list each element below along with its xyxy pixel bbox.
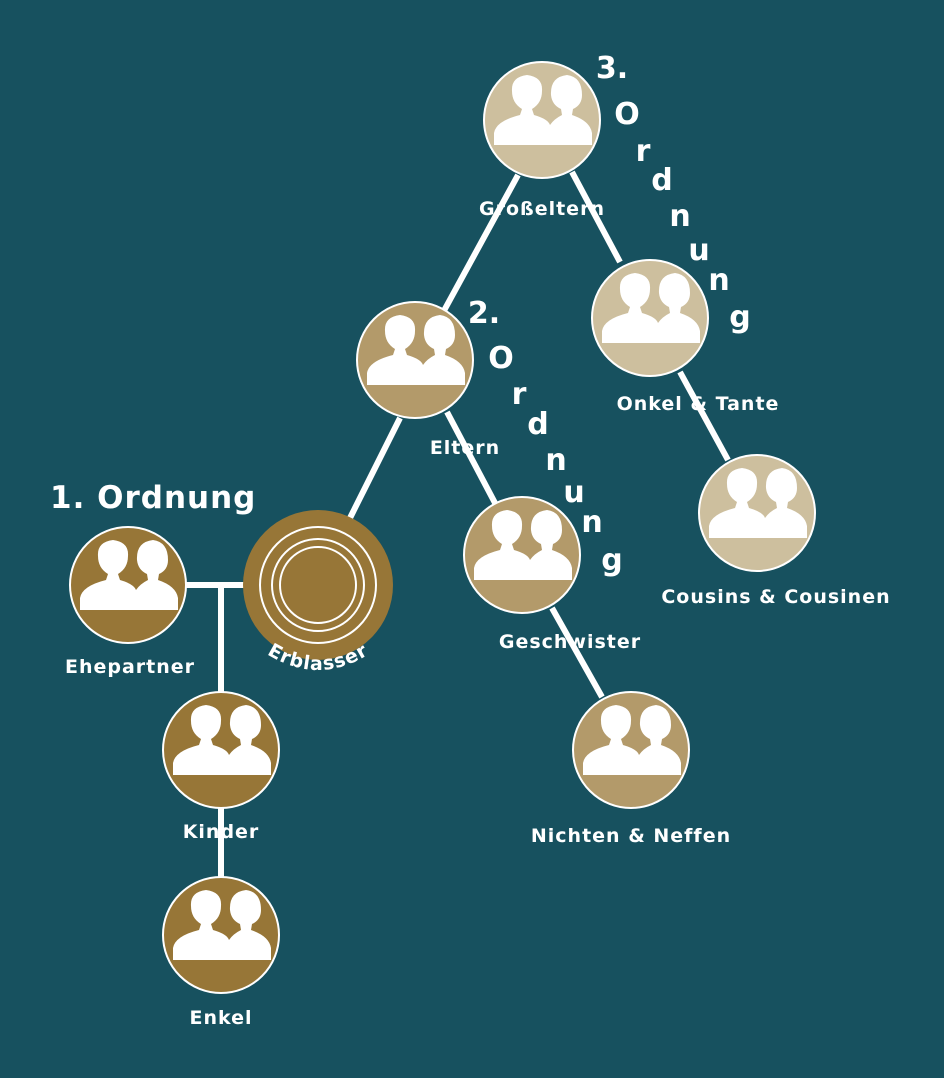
order-letter: n: [708, 263, 729, 298]
order-letter: r: [512, 377, 527, 412]
node-eltern: Eltern: [356, 301, 500, 459]
order-letter: d: [651, 163, 672, 198]
first-order-title: 1. Ordnung: [50, 480, 256, 516]
node-label: Geschwister: [499, 631, 641, 653]
order-letter: u: [688, 233, 709, 268]
node-kinder: Kinder: [162, 691, 280, 843]
node-label: Eltern: [430, 437, 500, 459]
third-order-label: 3.Ordnung: [596, 51, 751, 335]
node-grosseltern: Großeltern: [479, 61, 605, 220]
order-letter: O: [614, 97, 640, 132]
order-number: 3.: [596, 51, 628, 86]
node-onkel: Onkel & Tante: [591, 259, 780, 415]
connector-lines: [186, 170, 731, 878]
ring: [271, 538, 365, 632]
order-letter: r: [636, 134, 651, 169]
node-label: Kinder: [183, 821, 260, 843]
node-circle: [243, 510, 393, 660]
node-enkel: Enkel: [162, 876, 280, 1029]
ring: [259, 526, 377, 644]
node-erblasser: Erblasser: [243, 510, 393, 675]
order-number: 2.: [468, 296, 500, 331]
node-ehepartner: Ehepartner: [65, 526, 195, 678]
second-order-label: 2.Ordnung: [468, 296, 623, 578]
node-label: Großeltern: [479, 198, 605, 220]
order-letter: u: [563, 475, 584, 510]
order-letter: O: [488, 341, 514, 376]
order-letter: n: [581, 505, 602, 540]
ring: [279, 546, 357, 624]
order-letter: g: [729, 300, 750, 335]
order-letter: n: [669, 199, 690, 234]
order-letter: n: [545, 443, 566, 478]
node-label: Nichten & Neffen: [531, 825, 731, 847]
node-label: Onkel & Tante: [617, 393, 780, 415]
node-label: Enkel: [189, 1007, 252, 1029]
node-geschwister: Geschwister: [463, 496, 641, 653]
node-nichten: Nichten & Neffen: [531, 691, 731, 847]
node-label: Cousins & Cousinen: [661, 586, 890, 608]
order-letter: d: [527, 407, 548, 442]
node-cousins: Cousins & Cousinen: [661, 454, 890, 608]
order-letter: g: [601, 543, 622, 578]
node-label: Ehepartner: [65, 656, 195, 678]
